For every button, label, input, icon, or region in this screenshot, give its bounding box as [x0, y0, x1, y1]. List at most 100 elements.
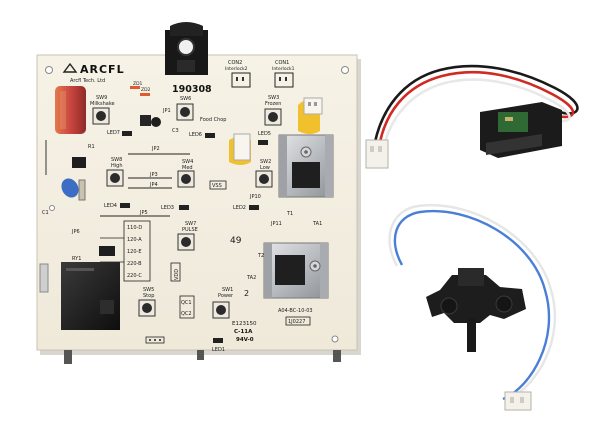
- button-low[interactable]: [255, 170, 273, 188]
- con2-sub-label: Interlock2: [225, 66, 248, 72]
- mounting-hole: [45, 66, 53, 74]
- sw1-label: SW1: [222, 287, 233, 293]
- c1-label: C1: [42, 210, 49, 216]
- led4: [120, 203, 130, 208]
- wire-blue: [393, 209, 551, 401]
- button-frozen[interactable]: [264, 108, 282, 126]
- button-med[interactable]: [177, 170, 195, 188]
- sw4-label: SW4: [182, 159, 193, 165]
- zener-diode: [140, 93, 150, 96]
- wire-white: [388, 203, 557, 401]
- ceramic-capacitor: [61, 178, 79, 198]
- board-code: A04-BC-10-03: [278, 308, 313, 314]
- button-pulse[interactable]: [177, 233, 195, 251]
- sw8-label: SW8: [111, 157, 122, 163]
- led3-label: LED3: [161, 205, 174, 211]
- optical-sensor-assembly: [365, 64, 579, 169]
- cert-flame-rating: 94V-0: [236, 337, 254, 343]
- button-high[interactable]: [106, 169, 124, 187]
- jp4-label: JP4: [149, 182, 158, 188]
- sw3-label: SW3: [268, 95, 279, 101]
- sw9-function-label: Milkshake: [90, 101, 115, 107]
- resistor: [78, 179, 86, 201]
- board-connector: [233, 133, 251, 161]
- number-2: 2: [244, 289, 249, 298]
- wire-black: [373, 64, 579, 143]
- led1-label: LED1: [212, 347, 225, 353]
- qc2-label: QC2: [181, 311, 192, 317]
- jp3-label: JP3: [149, 172, 158, 178]
- sw5-function-label: Stop: [143, 293, 154, 299]
- led2-label: LED2: [233, 205, 246, 211]
- part-number: 190308: [172, 84, 212, 95]
- wire-red: [378, 70, 575, 143]
- svg-text:110-D: 110-D: [127, 225, 142, 231]
- led3: [179, 205, 189, 210]
- sw3-function-label: Frozen: [265, 101, 281, 107]
- bridge-diode: [99, 246, 115, 256]
- led5: [258, 140, 268, 145]
- led6: [205, 133, 215, 138]
- relay: RY1: [61, 256, 120, 330]
- mounting-ear: [440, 297, 458, 315]
- button-food-chop[interactable]: [176, 103, 194, 121]
- zener-diode: [130, 86, 140, 89]
- jp2-label: JP2: [151, 146, 160, 152]
- interlock-bracket: [165, 22, 208, 75]
- con2-label: CON2: [228, 60, 242, 66]
- qc1-label: QC1: [181, 300, 192, 306]
- ta2-label: TA2: [246, 275, 256, 281]
- con1-sub-label: Interlock1: [272, 66, 295, 72]
- board-code-box: 1J0227: [288, 319, 305, 325]
- heatsink-triac-2: [263, 242, 329, 299]
- led1: [213, 338, 223, 343]
- mounting-ear: [495, 295, 513, 313]
- svg-text:120-E: 120-E: [127, 249, 142, 255]
- vss-label: VSS: [212, 183, 222, 189]
- button-milkshake[interactable]: [92, 107, 110, 125]
- standoff: [197, 350, 204, 360]
- jp11-label: JP11: [270, 221, 282, 227]
- maker-label: Arcfl Tech. Ltd: [70, 78, 105, 84]
- con1-label: CON1: [275, 60, 289, 66]
- heatsink-triac-1: [278, 134, 334, 198]
- con1-connector: [274, 72, 294, 88]
- con2-connector: [231, 72, 251, 88]
- optical-switch-shaft: [467, 318, 476, 352]
- sw5-label: SW5: [143, 287, 154, 293]
- led2: [249, 205, 259, 210]
- led4-label: LED4: [104, 203, 117, 209]
- sw6-function-label: Food Chop: [200, 117, 226, 123]
- sw2-function-label: Low: [260, 165, 270, 171]
- transistor: [72, 157, 86, 168]
- sw9-label: SW9: [96, 95, 107, 101]
- r1-label: R1: [88, 144, 95, 150]
- button-stop[interactable]: [138, 299, 156, 317]
- standoff: [64, 350, 72, 364]
- jp6-label: JP6: [71, 229, 80, 235]
- number-49: 49: [230, 236, 242, 246]
- sw6-label: SW6: [180, 96, 191, 102]
- pin-header: [145, 336, 165, 344]
- t1-label: T1: [286, 211, 293, 217]
- svg-text:220-B: 220-B: [127, 261, 142, 267]
- wire-white: [383, 78, 571, 143]
- jp10-label: JP10: [249, 194, 261, 200]
- led7: [122, 131, 132, 136]
- jp1-label: JP1: [162, 108, 171, 114]
- sw7-function-label: PULSE: [182, 227, 198, 233]
- electrolytic-capacitor: [151, 117, 161, 127]
- c3-label: C3: [172, 128, 179, 134]
- voltage-regulator: [140, 115, 151, 126]
- mounting-hole: [331, 335, 339, 343]
- t2-label: T2: [257, 253, 264, 259]
- sensor-pcb: [498, 112, 528, 132]
- sw7-label: SW7: [185, 221, 196, 227]
- mounting-hole: [49, 205, 55, 211]
- led7-label: LED7: [107, 130, 120, 136]
- button-power[interactable]: [212, 301, 230, 319]
- sensor-plug: [365, 139, 389, 169]
- svg-text:120-A: 120-A: [127, 237, 142, 243]
- zd2-label: ZD2: [141, 87, 151, 93]
